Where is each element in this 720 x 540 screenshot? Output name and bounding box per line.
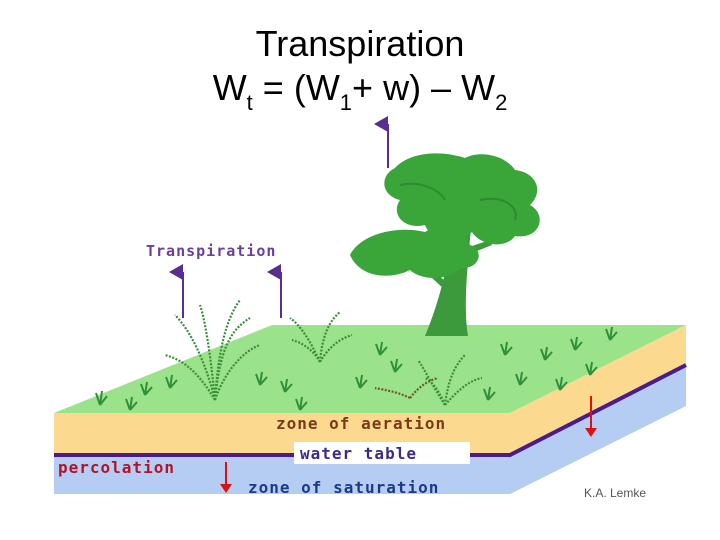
eq-1-subscript: 1: [339, 90, 353, 115]
percolation-arrow-side: [585, 396, 597, 437]
eq-plus: + w) – W: [352, 67, 496, 108]
percolation-arrow-front: [220, 462, 232, 493]
zone-of-saturation-label: zone of saturation: [248, 478, 439, 497]
fern-icon: [164, 299, 483, 406]
slide-title: Transpiration Wt = (W1+ w) – W2: [0, 22, 720, 115]
title-equation: Wt = (W1+ w) – W2: [0, 66, 720, 115]
water-table-label: water table: [300, 444, 417, 463]
saturation-front: [54, 455, 510, 494]
grass-tuft-icon: [95, 326, 618, 411]
credit-label: K.A. Lemke: [584, 486, 646, 500]
saturation-side: [510, 365, 686, 494]
water-table-line: [54, 363, 687, 457]
ground-surface: [54, 325, 686, 413]
transpiration-label: Transpiration: [146, 242, 276, 260]
tree-icon: [350, 153, 540, 336]
eq-t-subscript: t: [246, 90, 253, 115]
water-table-label-bg: [294, 442, 470, 464]
title-line-1: Transpiration: [255, 23, 465, 64]
eq-middle: = (W: [252, 67, 340, 108]
aeration-side: [510, 325, 686, 455]
percolation-label: percolation: [58, 458, 175, 477]
eq-w: W: [212, 67, 247, 108]
zone-of-aeration-label: zone of aeration: [276, 414, 446, 433]
eq-2-subscript: 2: [495, 90, 508, 115]
